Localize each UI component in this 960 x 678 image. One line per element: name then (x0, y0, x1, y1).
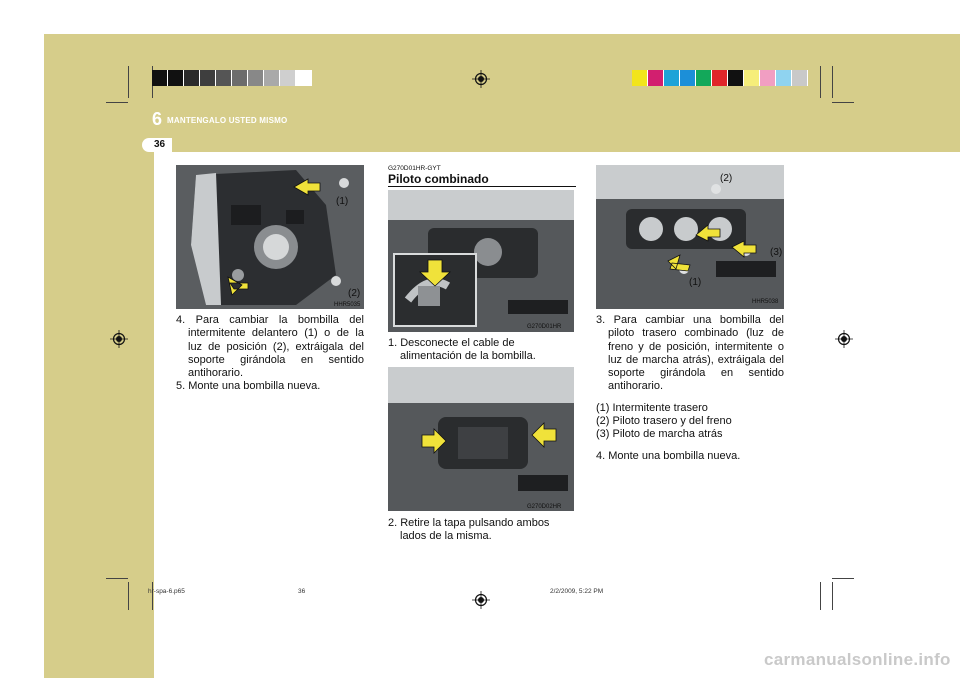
rear-lamp-bulbs-illustration (596, 165, 784, 309)
page-area-top (154, 140, 960, 152)
headlamp-illustration (176, 165, 364, 309)
registration-mark-icon (472, 591, 490, 609)
legend-item-2: (2) Piloto trasero y del freno (596, 415, 732, 428)
color-swatch (248, 70, 264, 86)
rear-lamp-photo-3 (596, 165, 784, 309)
color-swatch (264, 70, 280, 86)
crop-mark (832, 66, 833, 98)
figure-code: G270D02HR (527, 504, 562, 510)
registration-mark-icon (835, 330, 853, 348)
step-5: 5. Monte una bombilla nueva. (176, 380, 321, 393)
figure-code: G270D01HR (527, 324, 562, 330)
middle-step-2: 2. Retire la tapa pulsando ambos lados d… (388, 517, 576, 544)
registration-mark-icon (472, 70, 490, 88)
color-swatch (200, 70, 216, 86)
left-band (44, 34, 154, 678)
step-3: 3. Para cambiar una bombilla del piloto … (596, 314, 784, 393)
grayscale-colorbar (152, 70, 312, 86)
crop-mark (820, 66, 821, 98)
rear-lamp-cover-illustration (388, 367, 574, 511)
color-swatch (280, 70, 296, 86)
page-number-badge (142, 138, 172, 152)
color-swatch (744, 70, 760, 86)
color-swatch (152, 70, 168, 86)
registration-mark-icon (110, 330, 128, 348)
color-calibration-bar (632, 70, 808, 86)
crop-mark (820, 582, 821, 610)
title-rule (388, 186, 576, 187)
callout-1: (1) (336, 196, 349, 207)
footer-page: 36 (298, 588, 306, 595)
headlamp-photo (176, 165, 364, 309)
callout-1: (1) (689, 277, 702, 288)
callout-2: (2) (348, 288, 361, 299)
page-number: 36 (154, 139, 166, 150)
color-swatch (184, 70, 200, 86)
right-text: 3. Para cambiar una bombilla del piloto … (596, 314, 784, 463)
middle-step-1: 1. Desconecte el cable de alimentación d… (388, 337, 576, 364)
header-band (44, 34, 960, 152)
crop-mark (128, 66, 129, 98)
crop-mark (832, 102, 854, 103)
section-title: Piloto combinado (388, 172, 489, 186)
step-1: 1. Desconecte el cable de alimentación d… (388, 337, 536, 363)
color-swatch (696, 70, 712, 86)
crop-mark (152, 582, 153, 610)
crop-mark (128, 582, 129, 610)
step-2: 2. Retire la tapa pulsando ambos lados d… (388, 517, 550, 543)
crop-mark (106, 578, 128, 579)
color-swatch (712, 70, 728, 86)
legend-item-1: (1) Intermitente trasero (596, 401, 708, 414)
color-swatch (792, 70, 808, 86)
watermark: carmanualsonline.info (764, 650, 951, 669)
color-swatch (680, 70, 696, 86)
color-swatch (296, 70, 312, 86)
legend-item-3: (3) Piloto de marcha atrás (596, 428, 723, 441)
step-4: 4. Monte una bombilla nueva. (596, 449, 741, 462)
rear-lamp-photo-1 (388, 190, 574, 332)
crop-mark (832, 578, 854, 579)
footer-datetime: 2/2/2009, 5:22 PM (550, 588, 604, 595)
color-swatch (216, 70, 232, 86)
figure-code: HHR5035 (334, 302, 361, 308)
color-swatch (776, 70, 792, 86)
color-swatch (232, 70, 248, 86)
figure-code: HHR5038 (752, 299, 779, 305)
footer-file: hr-spa-6.p65 (148, 588, 185, 595)
color-swatch (632, 70, 648, 86)
crop-mark (106, 102, 128, 103)
rear-lamp-photo-2 (388, 367, 574, 511)
color-swatch (664, 70, 680, 86)
color-swatch (728, 70, 744, 86)
callout-2: (2) (720, 173, 733, 184)
chapter-number: 6 (152, 109, 163, 129)
callout-3: (3) (770, 247, 783, 258)
color-swatch (168, 70, 184, 86)
color-swatch (648, 70, 664, 86)
color-swatch (760, 70, 776, 86)
chapter-title: MANTENGALO USTED MISMO (167, 116, 288, 125)
step-4: 4. Para cambiar la bombilla del intermit… (176, 314, 364, 380)
left-steps: 4. Para cambiar la bombilla del intermit… (176, 314, 364, 394)
rear-lamp-connector-illustration (388, 190, 574, 332)
section-code: G270D01HR-GYT (388, 165, 441, 172)
crop-mark (832, 582, 833, 610)
